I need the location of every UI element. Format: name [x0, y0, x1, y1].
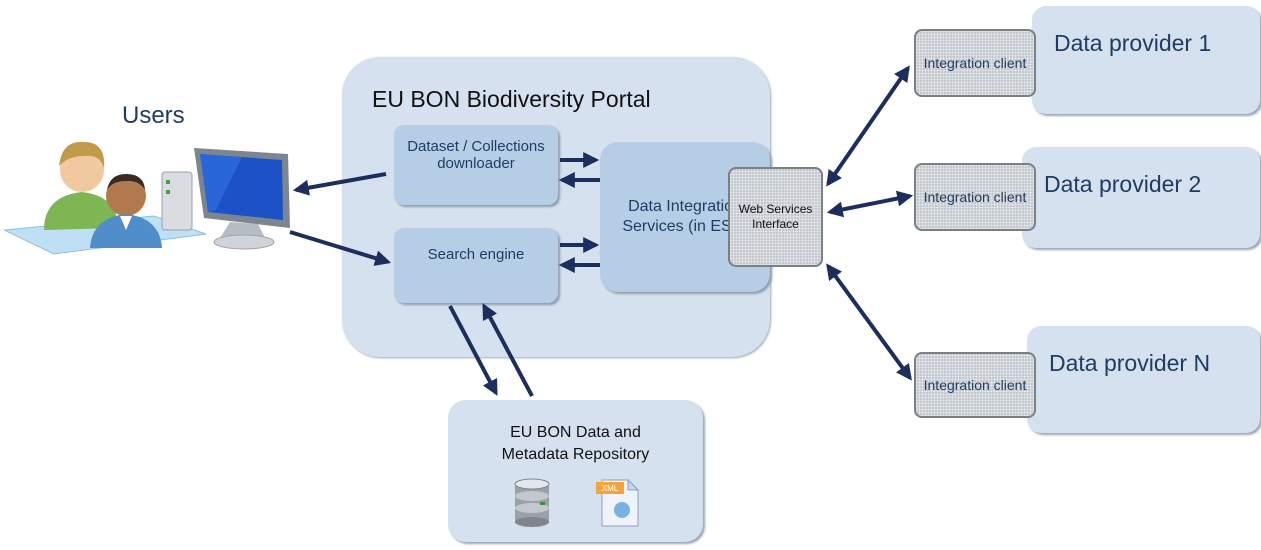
arrow-wsi-client-n	[826, 263, 912, 381]
integration-client-2: Integration client	[914, 163, 1036, 231]
users-label: Users	[122, 102, 185, 129]
data-provider-1-label: Data provider 1	[1054, 30, 1212, 56]
users-computer-icon	[4, 141, 290, 255]
arrow-wsi-client-1	[826, 65, 910, 187]
data-provider-2-label: Data provider 2	[1044, 171, 1202, 197]
integration-client-1: Integration client	[914, 29, 1036, 97]
data-provider-n: Data provider N	[1027, 326, 1260, 433]
search-engine: Search engine	[394, 228, 558, 303]
integration-client-n: Integration client	[914, 352, 1036, 418]
repository-label-line2: Metadata Repository	[501, 446, 650, 463]
xml-file-icon: XML	[596, 478, 640, 527]
data-provider-2: Data provider 2	[1022, 147, 1260, 248]
database-icon	[514, 478, 550, 527]
data-provider-1: Data provider 1	[1032, 6, 1260, 114]
data-metadata-repository: EU BON Data and Metadata Repository	[448, 400, 703, 542]
web-services-interface: Web Services Interface	[728, 167, 823, 267]
repository-label-line1: EU BON Data and	[510, 424, 641, 441]
data-provider-n-label: Data provider N	[1049, 350, 1211, 376]
svg-text:XML: XML	[602, 484, 619, 493]
portal-title: EU BON Biodiversity Portal	[372, 86, 651, 112]
dataset-collections-downloader: Dataset / Collections downloader	[394, 125, 558, 205]
arrow-wsi-client-2	[826, 190, 914, 218]
